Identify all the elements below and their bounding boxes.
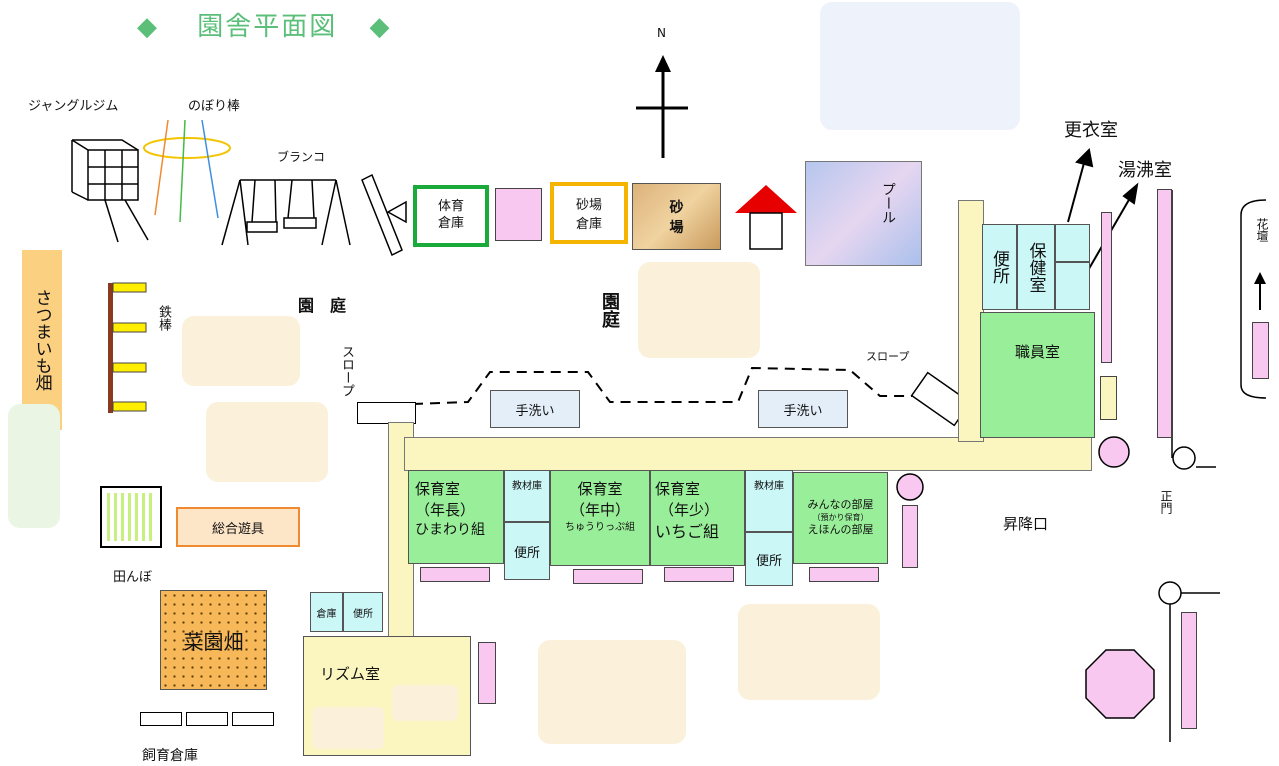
flowerbed-label: 花壇 — [1255, 218, 1269, 242]
sandplay-kids-illustration — [638, 262, 760, 358]
dancing-kids-illustration — [312, 707, 384, 749]
general-play-equipment: 総合遊具 — [176, 507, 300, 547]
dancing-kids-illustration — [392, 685, 458, 721]
flowerbed-box — [1252, 322, 1269, 379]
slope-entry-box — [357, 402, 416, 424]
nursery-junior-title: 保育室 — [655, 480, 701, 498]
title-diamond-left: ◆ — [137, 12, 159, 42]
nursery-junior-grade: （年少） — [659, 501, 720, 519]
everyone-room-book: えほんの部屋 — [807, 523, 874, 537]
nursery-middle-title: 保育室 — [577, 480, 623, 498]
everyone-room-title: みんなの部屋 — [807, 497, 874, 511]
toilet-3: 便所 — [982, 224, 1017, 310]
nursery-middle-room: 保育室 （年中） ちゅうりっぷ組 — [550, 470, 650, 566]
toilet-4: 便所 — [343, 592, 383, 632]
jungle-gym-label: ジャングルジム — [28, 99, 119, 114]
changing-room-box — [1055, 224, 1090, 262]
pink-bench — [478, 642, 496, 704]
wash-station-2: 手洗い — [758, 390, 848, 428]
nursery-senior-title: 保育室 — [415, 480, 461, 498]
pink-shoe-rack — [420, 567, 490, 582]
compass-north-label: N — [657, 26, 666, 40]
boiler-room-box — [1055, 262, 1090, 310]
title-diamond-right: ◆ — [369, 12, 392, 42]
main-gate-label: 正門 — [1159, 490, 1173, 514]
entrance-label: 昇降口 — [1003, 515, 1049, 533]
bar-kids-illustration — [182, 316, 300, 386]
breeding-shed-box — [186, 712, 228, 726]
pink-shoe-rack — [809, 567, 879, 582]
swing-label: ブランコ — [277, 150, 326, 164]
sandbox: 砂場 — [632, 183, 721, 250]
nursery-senior-room: 保育室 （年長） ひまわり組 — [408, 470, 504, 564]
horizontal-bar-label: 鉄棒 — [156, 305, 171, 331]
nursery-middle-grade: （年中） — [569, 501, 630, 519]
pink-shoe-rack — [573, 569, 643, 584]
sweet-potato-field: さつまいも畑 — [22, 250, 62, 430]
garden-label-left: 園 庭 — [298, 296, 347, 315]
sandbox-label: 砂場 — [669, 199, 684, 236]
nursery-senior-grade: （年長） — [415, 501, 476, 519]
storage-room: 倉庫 — [310, 592, 343, 632]
toilet-1: 便所 — [504, 522, 550, 580]
map-title: ◆ 園舎平面図 ◆ — [137, 6, 392, 43]
nursery-junior-room: 保育室 （年少） いちご組 — [650, 470, 745, 566]
kids-crafting-illustration — [738, 604, 880, 700]
breeding-shed-box — [232, 712, 274, 726]
title-text: 園舎平面図 — [197, 12, 338, 42]
rhythm-room: リズム室 — [303, 636, 471, 756]
material-storage-1: 教材庫 — [504, 470, 550, 522]
main-hallway — [404, 437, 1092, 471]
everyone-room: みんなの部屋 （預かり保育） えほんの部屋 — [793, 472, 888, 564]
rice-paddy-label: 田んぼ — [113, 570, 153, 585]
sports-shed: 体育倉庫 — [413, 185, 489, 247]
climbing-pole-label: のぼり棒 — [188, 99, 241, 114]
everyone-room-sub: （預かり保育） — [812, 512, 869, 522]
farming-kids-illustration — [8, 404, 60, 528]
boiler-room-label: 湯沸室 — [1118, 160, 1172, 181]
pink-storage-box — [495, 188, 542, 241]
nursery-senior-class: ひまわり組 — [415, 522, 485, 538]
toilet-2: 便所 — [745, 532, 793, 586]
jump-rope-illustration — [206, 402, 328, 482]
sandbox-shed: 砂場倉庫 — [550, 182, 628, 244]
pink-bench — [902, 505, 918, 568]
vegetable-garden: 菜園畑 — [160, 590, 267, 690]
pink-fence — [1157, 189, 1172, 438]
garden-label-center: 園庭 — [599, 292, 620, 328]
nursery-junior-class: いちご組 — [655, 522, 720, 541]
sandbox-shed-label: 砂場倉庫 — [575, 198, 602, 232]
changing-room-label: 更衣室 — [1064, 120, 1118, 141]
staff-room: 職員室 — [980, 312, 1095, 438]
sports-shed-label: 体育倉庫 — [437, 199, 464, 231]
yellow-box — [1100, 376, 1117, 420]
material-storage-2: 教材庫 — [745, 470, 793, 532]
dancing-teacher-illustration — [538, 640, 686, 744]
pink-bench — [1101, 212, 1112, 363]
east-hallway — [958, 200, 984, 442]
health-room: 保健室 — [1017, 224, 1055, 310]
rhythm-room-label: リズム室 — [320, 665, 381, 683]
nursery-middle-class: ちゅうりっぷ組 — [565, 522, 635, 533]
wash-station-1: 手洗い — [490, 390, 580, 428]
kids-walking-illustration — [820, 2, 1020, 130]
pink-fence — [1181, 612, 1197, 729]
slope-label-right: スロープ — [866, 350, 910, 363]
slope-label-left: スロープ — [339, 345, 354, 397]
pink-shoe-rack — [664, 567, 734, 582]
rice-paddy-plot — [100, 486, 162, 548]
breeding-shed-box — [140, 712, 182, 726]
breeding-shed-label: 飼育倉庫 — [142, 748, 198, 764]
pool-label: プール — [880, 182, 896, 224]
pool: プール — [805, 161, 922, 266]
